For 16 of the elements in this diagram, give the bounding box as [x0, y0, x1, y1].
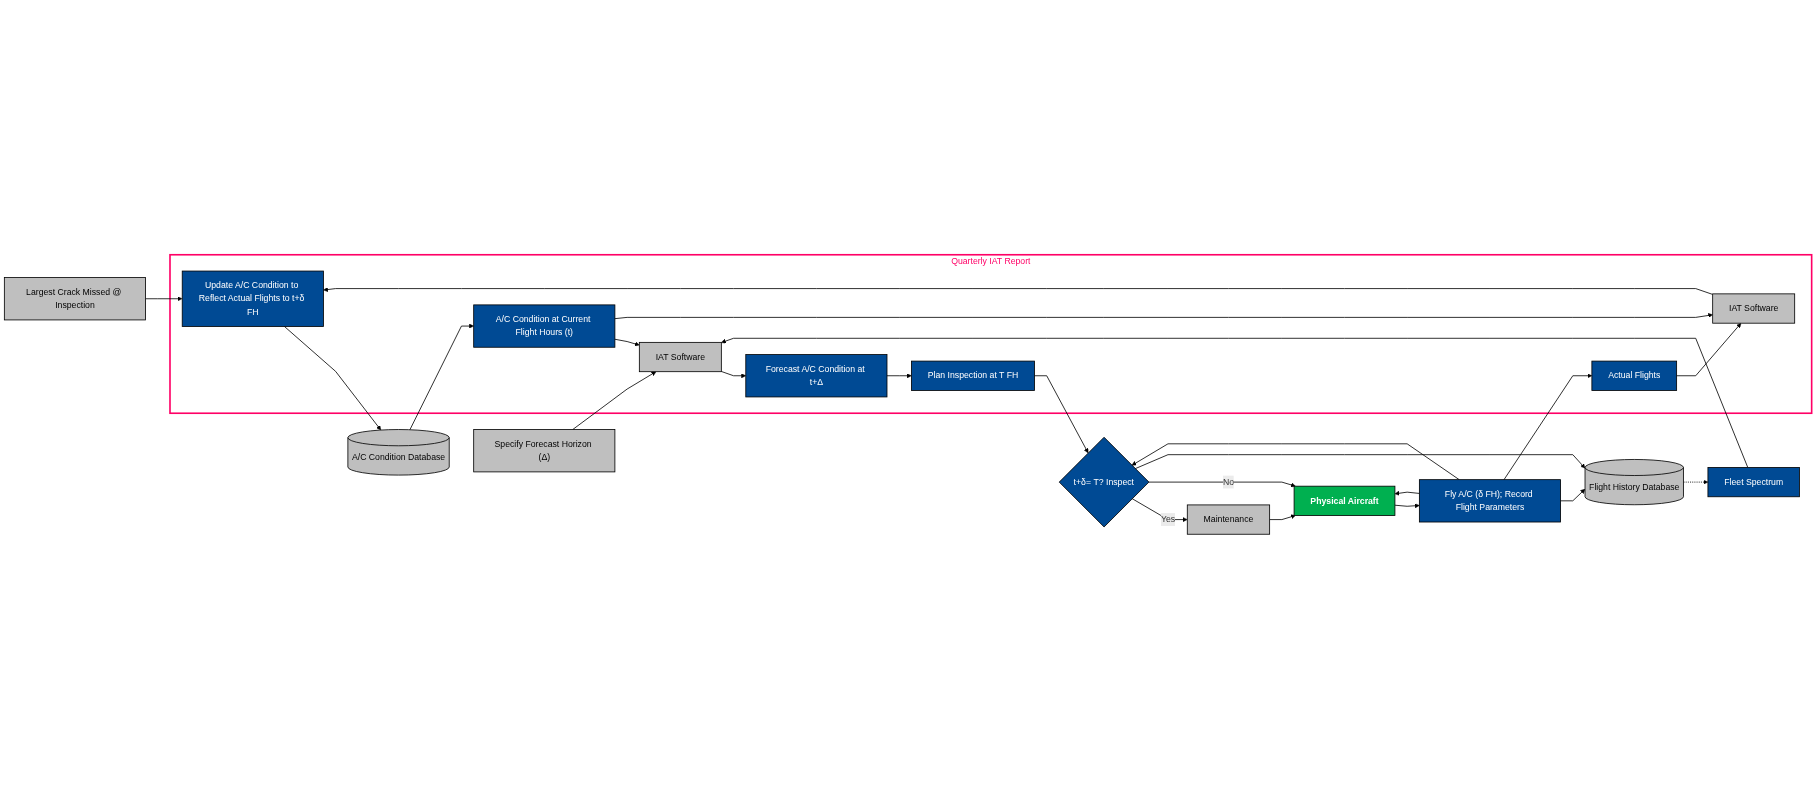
- node-box: Specify Forecast Horizon (Δ): [473, 429, 616, 473]
- node-box: Maintenance: [1186, 504, 1271, 535]
- edge-label: No: [1222, 477, 1235, 487]
- edge-label: Yes: [1160, 514, 1176, 524]
- node-box: Actual Flights: [1591, 360, 1678, 391]
- node-box: Update A/C Condition to Reflect Actual Flights to t+δ FH: [181, 270, 324, 327]
- node-box: IAT Software: [1712, 293, 1796, 324]
- node-box: Forecast A/C Condition at t+Δ: [745, 354, 888, 398]
- node-box: A/C Condition at Current Flight Hours (t): [473, 304, 616, 348]
- node-box: Plan Inspection at T FH: [911, 360, 1035, 391]
- node-box: IAT Software: [638, 341, 722, 373]
- node-box: Fly A/C (δ FH); Record Flight Parameters: [1418, 479, 1561, 523]
- node-box: Physical Aircraft: [1293, 485, 1396, 516]
- node-diamond: t+δ= T? Inspect: [1058, 436, 1150, 528]
- node-box: Fleet Spectrum: [1707, 467, 1800, 498]
- node-box: Largest Crack Missed @ Inspection: [3, 277, 146, 321]
